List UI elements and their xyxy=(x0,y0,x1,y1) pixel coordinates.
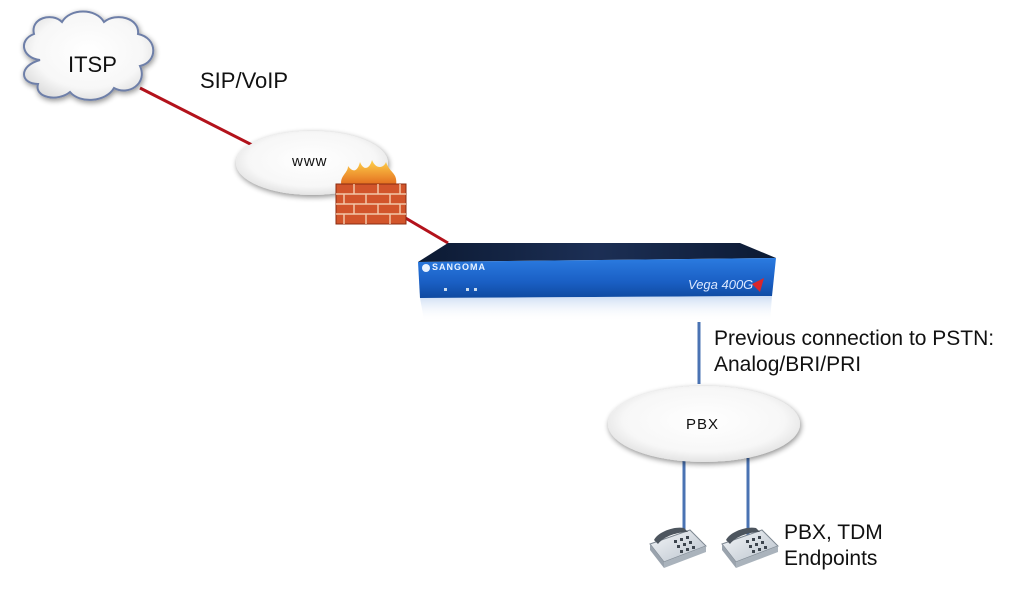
pstn-label-line2: Analog/BRI/PRI xyxy=(714,353,862,376)
gateway-brand-label: SANGOMA xyxy=(432,262,486,272)
desk-phone-icon xyxy=(721,527,779,568)
endpoints-label: PBX, TDM Endpoints xyxy=(784,520,883,572)
internet-label: www xyxy=(292,153,328,170)
endpoints-label-line2: Endpoints xyxy=(784,547,878,570)
itsp-cloud-icon xyxy=(23,10,155,101)
gateway-model-label: Vega 400G xyxy=(688,277,754,292)
firewall-icon xyxy=(335,160,407,225)
pstn-connection-label: Previous connection to PSTN: Analog/BRI/… xyxy=(714,326,994,378)
pbx-label: PBX xyxy=(686,416,720,433)
gateway-device-icon xyxy=(418,243,776,322)
desk-phone-icon xyxy=(649,527,707,568)
pstn-label-line1: Previous connection to PSTN: xyxy=(714,327,995,350)
endpoints-label-line1: PBX, TDM xyxy=(784,521,883,544)
pbx-oval xyxy=(608,386,800,462)
sip-link-itsp-www xyxy=(139,86,263,152)
itsp-label: ITSP xyxy=(68,52,117,77)
sip-voip-label: SIP/VoIP xyxy=(200,68,289,93)
